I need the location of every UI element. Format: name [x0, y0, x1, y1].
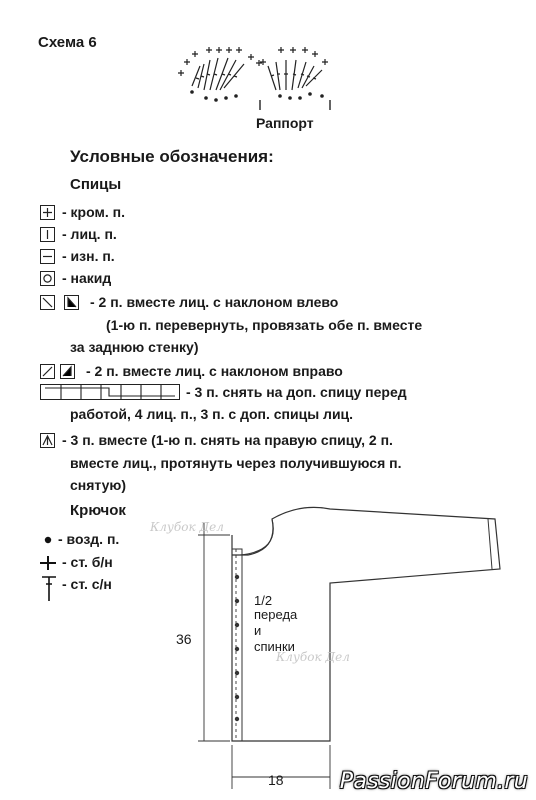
k3tog-note-end: снятую)	[70, 477, 127, 493]
garment-outline	[231, 506, 501, 742]
purl-stitch-icon	[40, 249, 55, 264]
yarn-over-label: - накид	[62, 270, 112, 286]
edge-stitch-label: - кром. п.	[62, 204, 125, 220]
cable-icon	[40, 384, 180, 400]
fan-right	[260, 47, 328, 100]
buttons	[234, 574, 240, 722]
k2tog-right-label: - 2 п. вместе лиц. с наклоном вправо	[86, 363, 343, 379]
k3tog-icon	[40, 433, 55, 448]
cable-label: - 3 п. снять на доп. спицу перед	[186, 384, 407, 400]
dc-symbols	[267, 59, 323, 91]
double-crochet-icon	[42, 576, 56, 601]
k2tog-left-icon	[40, 295, 55, 310]
k2tog-left-wrong-side-icon	[64, 295, 79, 310]
k3tog-label: - 3 п. вместе (1-ю п. снять на правую сп…	[62, 432, 393, 448]
site-watermark: PassionForum.ru	[339, 769, 528, 794]
single-crochet-label: - ст. б/н	[62, 554, 113, 570]
yarn-over-icon	[40, 271, 55, 286]
k2tog-left-note: (1-ю п. перевернуть, провязать обе п. вм…	[106, 317, 423, 333]
pattern-label-back: спинки	[254, 639, 295, 654]
chain-stitch-icon	[44, 536, 52, 544]
scheme-title: Схема 6	[38, 34, 97, 51]
knitting-title: Спицы	[70, 176, 122, 193]
watermark-top: Клубок Дел	[150, 520, 224, 534]
k3tog-note: вместе лиц., протянуть через получившуюс…	[70, 455, 402, 471]
pattern-label-and: и	[254, 623, 262, 638]
chain-dots	[190, 90, 238, 102]
k2tog-right-icon	[40, 364, 55, 379]
garment-schematic	[198, 506, 501, 789]
fan-left	[178, 47, 262, 102]
crochet-title: Крючок	[70, 502, 126, 519]
watermark-bottom: Клубок Дел	[276, 650, 350, 664]
chain-stitch-label: - возд. п.	[58, 531, 120, 547]
cable-note: работой, 4 лиц. п., 3 п. с доп. спицы ли…	[70, 406, 354, 422]
pattern-label-fraction: 1/2	[254, 593, 273, 608]
k2tog-left-note-end: за заднюю стенку)	[70, 339, 199, 355]
repeat-label: Раппорт	[256, 115, 314, 131]
height-value: 36	[176, 631, 192, 647]
height-dimension	[198, 534, 230, 742]
repeat-marks	[259, 100, 331, 110]
knit-stitch-label: - лиц. п.	[62, 226, 117, 242]
legend-title: Условные обозначения:	[70, 147, 274, 166]
width-value: 18	[268, 772, 284, 788]
edge-stitch-icon	[40, 205, 55, 220]
sc-symbols	[178, 47, 262, 76]
knit-stitch-icon	[40, 227, 55, 242]
button-band	[232, 548, 243, 741]
single-crochet-icon	[40, 556, 56, 570]
pattern-label-front: переда	[254, 607, 298, 622]
repeat-chart	[178, 47, 331, 110]
double-crochet-label: - ст. с/н	[62, 576, 112, 592]
purl-stitch-label: - изн. п.	[62, 248, 115, 264]
k2tog-left-label: - 2 п. вместе лиц. с наклоном влево	[90, 294, 339, 310]
dc-symbols	[191, 57, 245, 91]
sc-symbols	[260, 47, 328, 65]
chain-dots	[278, 92, 324, 100]
width-dimension	[231, 745, 331, 789]
k2tog-right-wrong-side-icon	[60, 364, 75, 379]
